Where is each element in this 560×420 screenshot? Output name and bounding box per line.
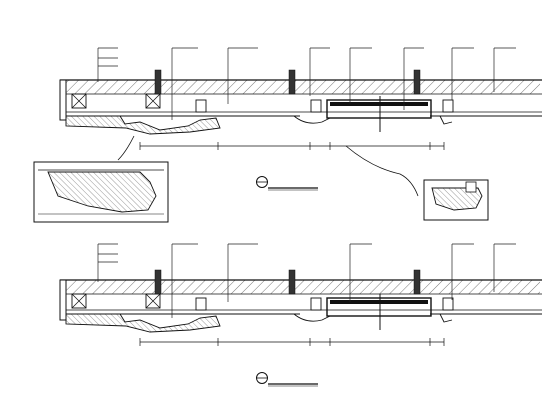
section-marker-lower (256, 372, 318, 387)
upper-section (33, 47, 542, 223)
detail-inset-right (423, 179, 489, 221)
detail-inset-left (33, 161, 169, 223)
section-marker-upper (256, 176, 318, 191)
lower-section (59, 243, 542, 387)
